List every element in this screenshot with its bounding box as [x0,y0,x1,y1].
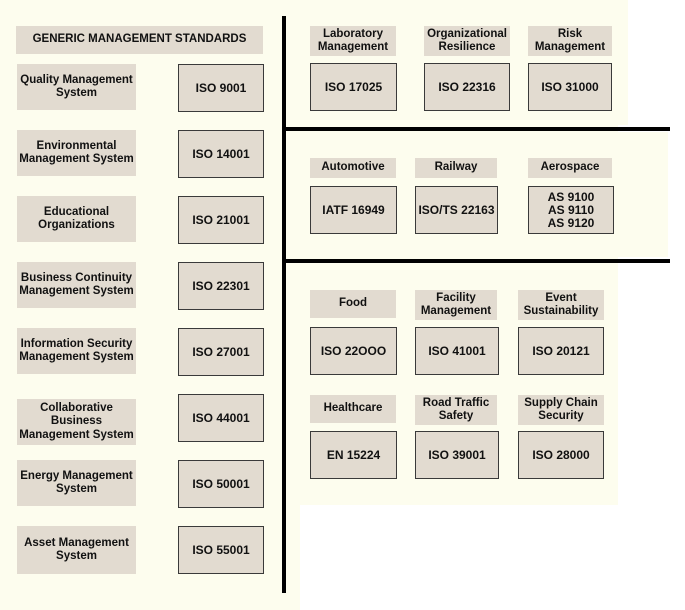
group3-code-facility: ISO 41001 [415,327,499,375]
group2-code-railway: ISO/TS 22163 [415,186,498,234]
generic-label-quality: Quality Management System [17,64,136,110]
horizontal-divider-top [284,127,670,131]
group3-code-healthcare: EN 15224 [310,431,397,479]
group1-label-laboratory: Laboratory Management [310,26,396,56]
generic-label-energy: Energy Management System [17,460,136,506]
right-panel-middle-extension [618,132,668,257]
group3-code-food: ISO 22OOO [310,327,397,375]
generic-label-information-security: Information Security Management System [17,328,136,374]
generic-label-asset: Asset Management System [17,526,136,574]
group3-label-supply-chain: Supply Chain Security [518,395,604,425]
group1-code-risk: ISO 31000 [528,63,612,111]
group1-label-resilience: Organizational Resilience [424,26,510,56]
group3-code-event: ISO 20121 [518,327,604,375]
generic-code-business-continuity: ISO 22301 [178,262,264,310]
group2-label-automotive: Automotive [310,158,396,178]
group2-code-automotive: IATF 16949 [310,186,397,234]
generic-code-energy: ISO 50001 [178,460,264,508]
group3-label-event: Event Sustainability [518,290,604,320]
generic-code-information-security: ISO 27001 [178,328,264,376]
generic-code-educational: ISO 21001 [178,196,264,244]
generic-code-environmental: ISO 14001 [178,130,264,178]
generic-code-collaborative: ISO 44001 [178,394,264,442]
vertical-divider [282,16,286,593]
group1-label-risk: Risk Management [528,26,612,56]
group3-code-road-traffic: ISO 39001 [415,431,499,479]
group3-label-road-traffic: Road Traffic Safety [415,395,497,425]
horizontal-divider-bottom [284,259,670,263]
group3-label-healthcare: Healthcare [310,395,396,423]
generic-label-environmental: Environmental Management System [17,130,136,176]
group2-label-railway: Railway [415,158,497,178]
generic-code-asset: ISO 55001 [178,526,264,574]
generic-code-quality: ISO 9001 [178,64,264,112]
group3-code-supply-chain: ISO 28000 [518,431,604,479]
generic-standards-title: GENERIC MANAGEMENT STANDARDS [16,26,263,54]
group2-label-aerospace: Aerospace [528,158,612,178]
group3-label-facility: Facility Management [415,290,497,320]
generic-label-business-continuity: Business Continuity Management System [17,262,136,308]
group3-label-food: Food [310,290,396,318]
group1-code-resilience: ISO 22316 [424,63,510,111]
group1-code-laboratory: ISO 17025 [310,63,397,111]
generic-label-educational: Educational Organizations [17,196,136,242]
right-panel-upper-extension [618,0,628,125]
group2-code-aerospace: AS 9100 AS 9110 AS 9120 [528,186,614,234]
generic-label-collaborative: Collaborative Business Management System [17,399,136,445]
